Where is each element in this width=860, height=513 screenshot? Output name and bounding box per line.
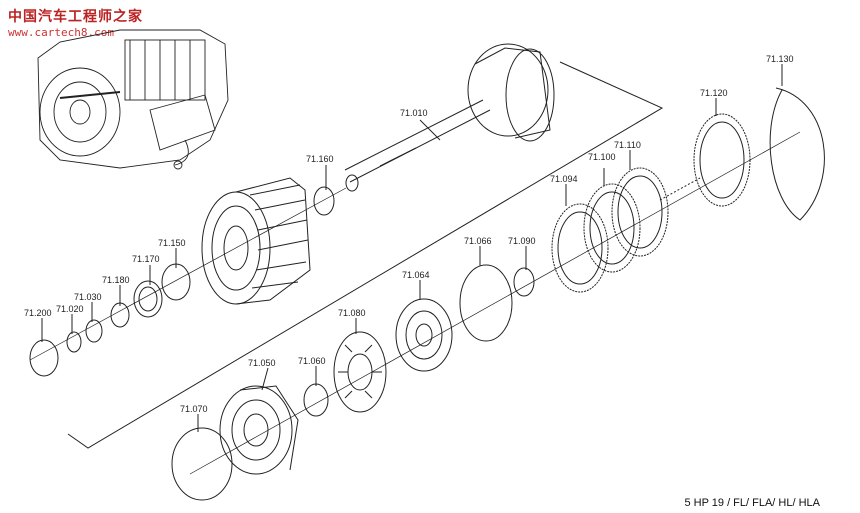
transmission-housing-illustration (37, 29, 229, 170)
part-71-170-ring (133, 280, 163, 318)
part-label: 71.010 (400, 108, 428, 118)
clutch-drum (201, 177, 311, 305)
watermark: 中国汽车工程师之家 www.cartech8.com (8, 6, 143, 39)
part-71-130-snap-ring (769, 87, 825, 221)
part-71-160-ring (313, 186, 335, 216)
part-label: 71.130 (766, 54, 794, 64)
part-label: 71.066 (464, 236, 492, 246)
part-label: 71.200 (24, 308, 52, 318)
part-label: 71.120 (700, 88, 728, 98)
part-71-030-ring (85, 319, 103, 343)
part-71-200-ring (29, 339, 59, 377)
part-71-094-disc (551, 203, 609, 293)
part-label: 71.160 (306, 154, 334, 164)
part-label: 71.030 (74, 292, 102, 302)
watermark-title: 中国汽车工程师之家 (8, 9, 143, 25)
assembly-frame (67, 61, 664, 449)
part-label: 71.110 (614, 140, 641, 150)
part-label: 71.100 (588, 152, 616, 162)
part-71-110-disc (611, 167, 669, 257)
part-label: 71.064 (402, 270, 430, 280)
part-71-050-piston (219, 385, 299, 475)
part-71-066-ring (459, 264, 513, 342)
part-label: 71.080 (338, 308, 366, 318)
part-label: 71.060 (298, 356, 326, 366)
part-71-150-ring (161, 263, 191, 301)
part-label: 71.180 (102, 275, 130, 285)
model-caption: 5 HP 19 / FL/ FLA/ HL/ HLA (684, 497, 820, 509)
part-label: 71.094 (550, 174, 578, 184)
part-label: 71.020 (56, 304, 84, 314)
part-71-120-disc (693, 113, 751, 207)
part-label: 71.170 (132, 254, 160, 264)
part-labels: 71.010 71.160 71.150 71.170 71.180 71.03… (24, 54, 794, 414)
watermark-url: www.cartech8.com (8, 26, 114, 39)
part-label: 71.050 (248, 358, 276, 368)
part-71-020-ring (66, 331, 82, 353)
part-label: 71.150 (158, 238, 186, 248)
part-label: 71.090 (508, 236, 536, 246)
part-71-080-spring (333, 331, 387, 413)
part-label: 71.070 (180, 404, 208, 414)
part-71-070-ring (171, 427, 233, 501)
part-71-060-ring (303, 383, 329, 417)
part-71-010-shaft (344, 43, 555, 192)
part-71-090-ring (513, 267, 535, 297)
part-71-180-ring (110, 302, 130, 328)
part-71-064-plate (395, 298, 453, 372)
part-71-100-disc (583, 183, 641, 273)
